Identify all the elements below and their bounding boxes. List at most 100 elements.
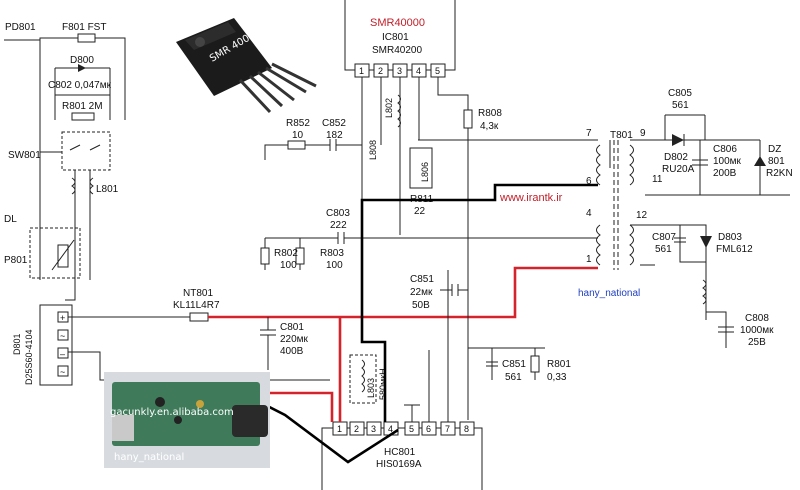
photo-capacitor-2 <box>174 416 182 424</box>
resistor-r808 <box>463 109 473 129</box>
hc801-pin-wires <box>404 270 449 422</box>
nt801-label: NT801 <box>183 288 213 299</box>
t801-primary-wire-top <box>418 139 611 168</box>
dz801-part: R2KN <box>766 168 793 179</box>
resistor-r852 <box>287 140 306 150</box>
c851b-r801b-section: C851 561 R801 0,33 <box>468 347 571 383</box>
author-watermark: hany_national <box>578 288 640 299</box>
d802-label: D802 <box>664 152 688 163</box>
l803-coil <box>361 359 365 393</box>
ic801-photo: SMR 40000 <box>176 18 317 114</box>
l808-label: L808 <box>368 140 378 160</box>
hc801-outline <box>321 427 483 490</box>
c805-label: C805 <box>668 88 692 99</box>
t801-core <box>613 140 619 270</box>
c851b-label: C851 <box>502 359 526 370</box>
d802-part: RU20A <box>662 164 695 175</box>
d803-diode-symbol <box>700 236 712 248</box>
capacitor-c851b <box>486 361 498 367</box>
ic801-replacement-label: SMR40000 <box>370 17 425 29</box>
r803-label: R803 <box>320 248 344 259</box>
module-photo: gacunkly.en.alibaba.com hany_national <box>104 372 270 468</box>
t801-pin4: 4 <box>586 208 592 219</box>
c801-val1: 220мк <box>280 334 309 345</box>
d800-label: D800 <box>70 55 94 66</box>
dz801-num: 801 <box>768 156 785 167</box>
dl-label: DL <box>4 214 17 225</box>
photo-pcb <box>112 382 260 446</box>
r808-label: R808 <box>478 108 502 119</box>
secondary-lower-wires <box>630 224 707 320</box>
capacitor-c803 <box>337 232 345 244</box>
red-trace-main <box>208 266 598 319</box>
ic801-pin-2-label: 2 <box>378 66 383 76</box>
d801-pin-ac1 <box>57 329 69 341</box>
c851a-val1: 22мк <box>410 287 433 298</box>
c805-val: 561 <box>672 100 689 111</box>
photo-capacitor-1 <box>155 397 165 407</box>
c851a-val2: 50В <box>412 300 430 311</box>
thermistor-nt801 <box>189 312 209 322</box>
hc801-pins: 1 2 3 4 5 6 7 8 <box>332 421 475 436</box>
transformer-t801: T801 7 6 4 1 9 11 12 <box>418 128 663 270</box>
t801-primary-coil-b <box>596 224 601 266</box>
hc801-pin-3-label: 3 <box>371 424 376 434</box>
l801-wires <box>74 170 91 210</box>
photo-connector <box>112 415 134 441</box>
d800-wire <box>54 67 111 120</box>
l803-body <box>349 354 377 404</box>
photo-site-watermark: gacunkly.en.alibaba.com <box>110 407 234 418</box>
c801-symbol <box>260 317 276 370</box>
ic801-pin-4-label: 4 <box>416 66 421 76</box>
r802-label: R802 <box>274 248 298 259</box>
c808-val1: 1000мк <box>740 325 774 336</box>
c807-label: C807 <box>652 232 676 243</box>
dz801-label: DZ <box>768 144 781 155</box>
c803-val: 222 <box>330 220 347 231</box>
c851a-section: C851 22мк 50В <box>410 274 468 311</box>
r852-val: 10 <box>292 130 304 141</box>
hc801-pin-6-label: 6 <box>426 424 431 434</box>
t801-pin6: 6 <box>586 176 592 187</box>
posistor-slash <box>51 239 75 271</box>
pd801-label: PD801 <box>5 22 36 33</box>
mains-input-section: PD801 F801 FST D800 C802 0,047мк R801 2M… <box>4 22 126 301</box>
c808-val2: 25В <box>748 337 766 348</box>
r808-val: 4,3к <box>480 121 499 132</box>
black-trace-top <box>360 183 598 238</box>
c852-label: C852 <box>322 118 346 129</box>
t801-pin12: 12 <box>636 210 648 221</box>
l801-coil <box>71 177 94 195</box>
c803-section: C803 222 R802 100 R803 100 <box>260 208 598 271</box>
capacitor-c852 <box>329 139 337 151</box>
l802-label: L802 <box>384 98 394 118</box>
hc801-pin-5-label: 5 <box>409 424 414 434</box>
d801-pin-plus-label: + <box>60 313 65 323</box>
r801-2m-label: R801 2M <box>62 101 103 112</box>
hc801-pin-8-label: 8 <box>464 424 469 434</box>
resistor-r802 <box>260 247 270 265</box>
r808-section: R808 4,3к <box>463 108 502 132</box>
red-trace-module <box>270 391 334 422</box>
t801-pin9: 9 <box>640 128 646 139</box>
degauss-wire <box>65 210 91 301</box>
l803-label: L803 <box>366 378 376 398</box>
hc801-pin-2 <box>349 421 365 436</box>
hc801-pin-2-label: 2 <box>354 424 359 434</box>
t801-pin7: 7 <box>586 128 592 139</box>
c807-val: 561 <box>655 244 672 255</box>
t801-secondary-coil-a <box>629 144 634 186</box>
posistor-p801 <box>57 244 69 268</box>
d803-label: D803 <box>718 232 742 243</box>
p801-label: P801 <box>4 255 28 266</box>
l806-body <box>409 147 433 189</box>
c851b-val: 561 <box>505 372 522 383</box>
r802-val: 100 <box>280 260 297 271</box>
t801-pin1: 1 <box>586 254 592 265</box>
c801-section: C801 220мк 400В <box>68 317 330 381</box>
f801-label: F801 FST <box>62 22 106 33</box>
hc801-pin-8 <box>459 421 475 436</box>
r811-val: 22 <box>414 206 426 217</box>
capacitor-c807 <box>674 237 686 243</box>
ic801-pin-1-label: 1 <box>359 66 364 76</box>
